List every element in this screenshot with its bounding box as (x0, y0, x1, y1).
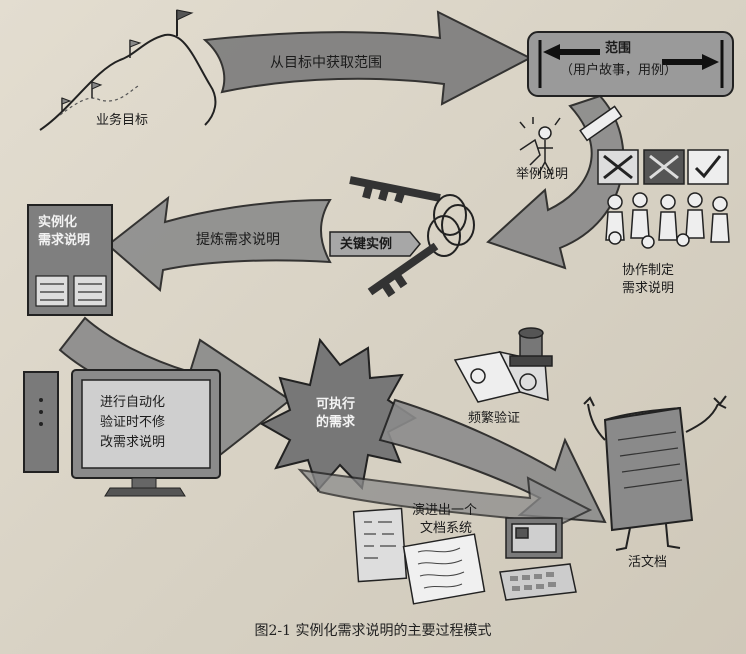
illustrate-sketch (519, 105, 623, 176)
label-scope-title: 范围 (605, 41, 632, 56)
label-evolve-1: 演进出一个 (412, 503, 478, 518)
evolve-sketch (352, 507, 577, 605)
mountain-trail (59, 84, 141, 116)
label-automate-1: 进行自动化 (100, 395, 166, 410)
key-examples-keys (349, 176, 475, 298)
living-doc-character (583, 395, 727, 551)
key-examples-tag (329, 231, 421, 257)
label-automate-2: 验证时不修 (100, 415, 166, 430)
label-validate: 频繁验证 (468, 411, 521, 426)
validate-sketch (453, 327, 553, 403)
label-executable-2: 的需求 (316, 415, 356, 430)
summit-flag (176, 9, 194, 21)
label-executable-1: 可执行 (316, 397, 356, 412)
label-refine: 提炼需求说明 (196, 232, 280, 248)
label-business-goal: 业务目标 (96, 113, 149, 128)
label-derive-scope: 从目标中获取范围 (270, 55, 382, 71)
scope-arrow-right (662, 54, 719, 70)
arrow-derive-scope (202, 10, 533, 106)
label-collaborate-2: 需求说明 (622, 281, 675, 296)
label-illustrate: 举例说明 (516, 167, 569, 182)
label-spec-2: 需求说明 (38, 233, 91, 248)
label-living-doc: 活文档 (628, 555, 668, 570)
label-collaborate-1: 协作制定 (622, 263, 675, 278)
label-evolve-2: 文档系统 (420, 521, 473, 536)
arrow-refine (106, 195, 332, 292)
label-automate-3: 改需求说明 (100, 435, 166, 450)
scope-arrow-left (543, 44, 600, 60)
label-key-examples: 关键实例 (340, 237, 393, 252)
arrow-evolve (297, 468, 593, 542)
label-spec-1: 实例化 (38, 215, 78, 230)
collaborate-sketch (597, 149, 730, 249)
scope-box (527, 31, 734, 97)
mountain-line (39, 33, 217, 131)
label-scope-sub: （用户故事，用例） (560, 63, 678, 78)
figure-caption: 图2-1 实例化需求说明的主要过程模式 (254, 623, 492, 639)
